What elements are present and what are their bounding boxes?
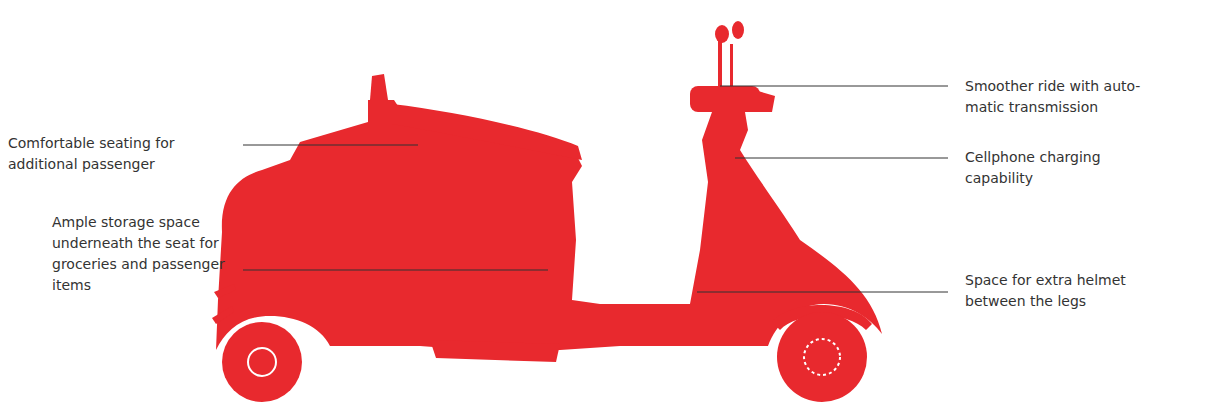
feature-label: Cellphone charging capability — [965, 147, 1165, 189]
seat-cushion — [392, 104, 582, 160]
leader-lines — [243, 86, 948, 292]
wheel-details — [248, 339, 840, 376]
scooter-body — [216, 100, 882, 352]
exhaust — [430, 340, 560, 362]
grab-rail — [370, 74, 388, 100]
leader-line — [243, 145, 418, 146]
leader-line — [697, 292, 948, 293]
mirror-stem — [718, 40, 722, 90]
mirror — [715, 25, 729, 43]
scooter-silhouette — [212, 21, 882, 402]
plate-bracket — [214, 284, 236, 298]
feature-label: Comfortable seating for additional passe… — [8, 133, 208, 175]
rear-wheel — [222, 322, 302, 402]
front-wheel — [777, 312, 867, 402]
leader-line — [243, 270, 548, 271]
feature-label: Ample storage space underneath the seat … — [52, 212, 230, 296]
leader-line — [720, 86, 948, 87]
plate-bracket — [212, 306, 234, 324]
feature-label: Space for extra helmet between the legs — [965, 270, 1165, 312]
feature-label: Smoother ride with auto-matic transmissi… — [965, 76, 1165, 118]
mirror-stem — [730, 44, 733, 90]
mirror — [732, 21, 744, 39]
headlight — [748, 88, 775, 112]
front-hub — [804, 339, 840, 375]
leader-line — [735, 158, 948, 159]
rear-hub — [248, 348, 276, 376]
